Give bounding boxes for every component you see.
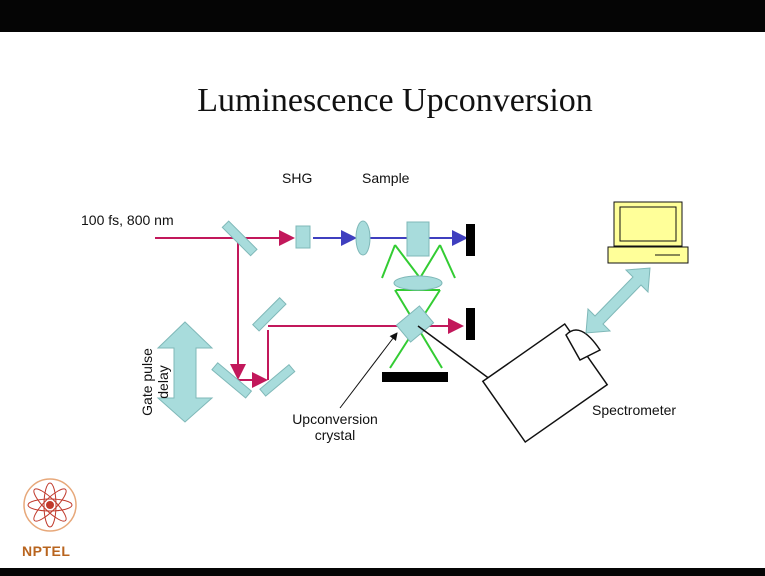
crystal-label-line1: Upconversion [292, 411, 378, 427]
beam-block-bottom [382, 372, 448, 382]
spectrometer-label: Spectrometer [592, 402, 677, 418]
mirror-delay-top [252, 297, 287, 332]
shg-crystal [295, 225, 311, 249]
gate-pulse-delay-label: Gate pulse delay [139, 327, 171, 437]
bottom-bar [0, 568, 765, 576]
mirror-delay-right [259, 364, 296, 397]
nptel-logo-text: NPTEL [22, 543, 71, 559]
mirror-delay-left [211, 362, 253, 399]
computer-icon [607, 201, 689, 264]
spectrometer-box [481, 322, 609, 444]
computer-link-arrow [585, 267, 651, 334]
top-bar [0, 0, 765, 32]
sample-cell [406, 221, 430, 257]
focusing-lens [355, 220, 371, 256]
crystal-label-line2: crystal [314, 427, 356, 443]
nptel-logo-emblem [23, 478, 77, 532]
slide-title: Luminescence Upconversion [197, 82, 593, 119]
mirror-input [221, 220, 258, 257]
upconversion-crystal [395, 305, 435, 343]
beam-block-upper [466, 224, 475, 256]
gate-delay-line2: delay [155, 365, 171, 399]
shg-label: SHG [282, 170, 313, 186]
beam-block-lower [466, 308, 475, 340]
collection-lens [393, 275, 443, 291]
laser-source-label: 100 fs, 800 nm [81, 212, 174, 228]
upconversion-crystal-label: Upconversion crystal [280, 411, 390, 443]
crystal-pointer [339, 332, 398, 409]
delay-double-arrow [156, 321, 214, 423]
gate-delay-line1: Gate pulse [139, 348, 155, 416]
sample-label: Sample [362, 170, 410, 186]
